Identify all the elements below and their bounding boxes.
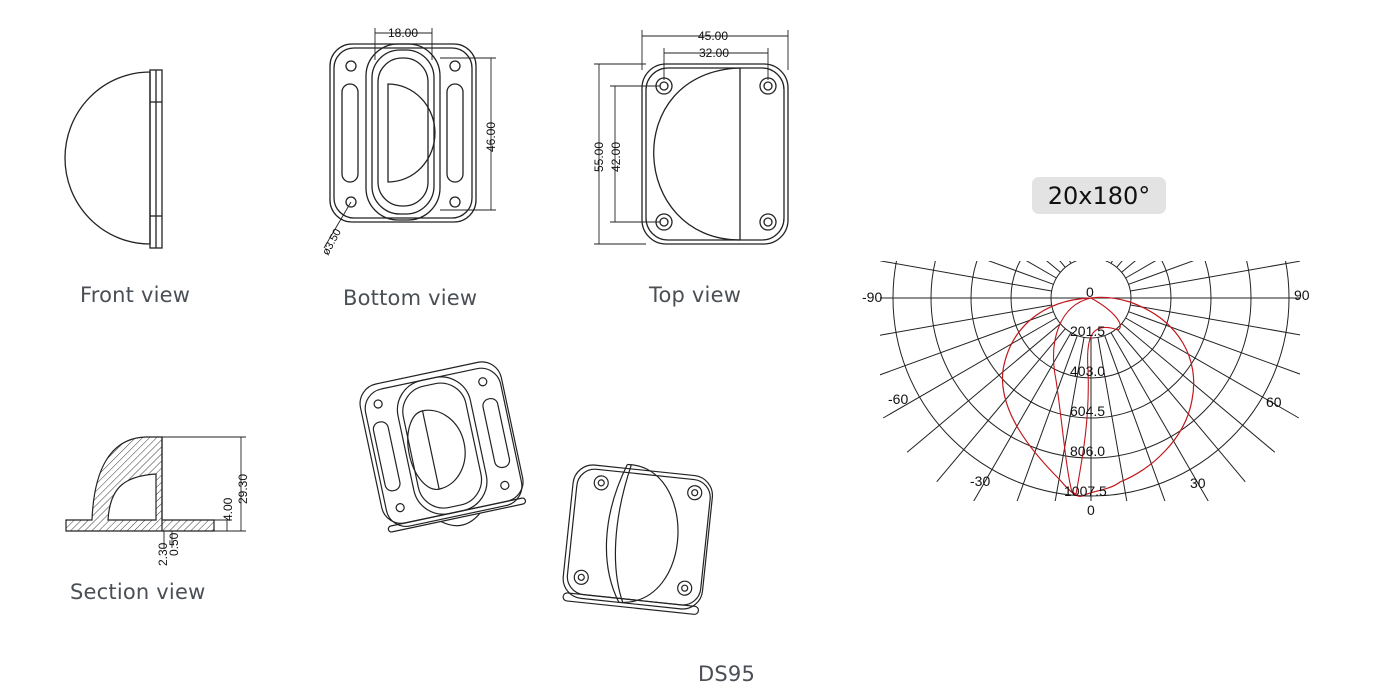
dim-bottom-width: 18.00: [388, 26, 418, 40]
polar-spoke: [880, 261, 1052, 292]
polar-spoke: [1046, 261, 1061, 273]
polar-spoke: [1125, 261, 1157, 279]
bottom-view-label: Bottom view: [343, 286, 478, 310]
dim-top-inner-width: 32.00: [699, 46, 729, 60]
polar-spoke: [1105, 72, 1173, 260]
dim-bottom-height: 46.00: [484, 122, 498, 152]
polar-spoke: [1009, 72, 1077, 260]
polar-spoke: [882, 317, 1057, 419]
polar-spoke: [1128, 311, 1300, 375]
angle-label-neg90: -90: [862, 289, 882, 305]
polar-spoke: [1069, 261, 1072, 264]
polar-spoke: [1059, 261, 1066, 268]
angle-label-zero-top: 0: [1086, 284, 1094, 300]
polar-spoke: [1121, 323, 1276, 453]
polar-spoke: [880, 311, 1054, 376]
polar-spoke: [1121, 261, 1136, 273]
dim-section-base: 4.00: [221, 497, 235, 521]
polar-spoke: [936, 328, 1066, 483]
angle-label-pos60: 60: [1266, 394, 1282, 410]
radial-label-1: 201.5: [1070, 323, 1105, 339]
section-view-label: Section view: [70, 580, 206, 604]
angle-label-pos30: 30: [1190, 475, 1206, 491]
polar-spoke: [1110, 332, 1209, 501]
light-distribution-curve-narrow: [1053, 297, 1121, 495]
dim-section-a: 2.30: [156, 542, 170, 566]
angle-label-neg30: -30: [970, 473, 990, 489]
polar-spoke: [1130, 304, 1300, 336]
beam-angle-badge: 20x180°: [1032, 177, 1166, 214]
angle-label-pos90: 90: [1294, 287, 1310, 303]
polar-spoke: [1054, 337, 1085, 501]
polar-spoke: [1110, 261, 1113, 264]
polar-spoke: [1016, 335, 1078, 501]
dim-top-inner-height: 42.00: [609, 142, 623, 172]
polar-spoke: [1116, 261, 1123, 268]
polar-spoke: [906, 323, 1061, 453]
radial-label-4: 806.0: [1070, 443, 1105, 459]
dim-section-b: 0.50: [167, 532, 181, 556]
polar-spoke: [973, 332, 1072, 501]
angle-label-zero-bottom: 0: [1087, 502, 1095, 518]
polar-spoke: [1098, 62, 1133, 259]
polar-spoke: [1125, 317, 1300, 419]
front-view-label: Front view: [80, 283, 191, 307]
polar-spoke: [1128, 261, 1195, 285]
radial-label-3: 604.5: [1070, 403, 1105, 419]
polar-spoke: [1025, 261, 1057, 279]
radial-label-2: 403.0: [1070, 363, 1105, 379]
polar-spoke: [1049, 62, 1084, 259]
polar-spoke: [1116, 328, 1246, 483]
dim-section-height: 29.30: [236, 474, 250, 504]
polar-spoke: [1104, 335, 1166, 501]
light-distribution-curve: [1001, 296, 1195, 497]
polar-spoke: [880, 304, 1052, 336]
polar-spoke: [1097, 337, 1128, 501]
polar-spoke: [987, 261, 1054, 285]
angle-label-neg60: -60: [888, 391, 908, 407]
radial-label-5: 1007.5: [1064, 483, 1107, 499]
model-name: DS95: [698, 662, 756, 686]
dim-top-outer-width: 45.00: [698, 29, 728, 43]
top-view-label: Top view: [649, 283, 742, 307]
polar-spoke: [1130, 261, 1300, 292]
dim-top-outer-height: 55.00: [592, 142, 606, 172]
